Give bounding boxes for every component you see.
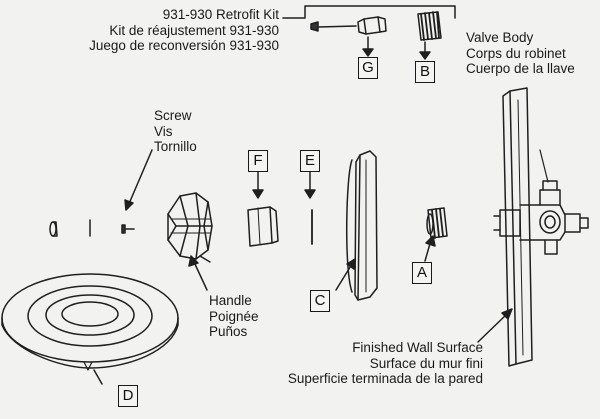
kit-screw — [310, 21, 357, 32]
part-label-c: C — [310, 290, 330, 312]
wall-surface-label-en: Finished Wall Surface — [352, 340, 483, 355]
finished-wall-panel — [502, 87, 533, 367]
small-cap-part — [49, 219, 91, 237]
part-label-a: A — [412, 262, 432, 284]
retrofit-kit-label-es: Juego de reconversión 931-930 — [89, 38, 279, 53]
part-a-nut — [426, 207, 448, 239]
handle-knob — [167, 192, 213, 263]
part-c-escutcheon — [346, 150, 378, 301]
wall-surface-label-fr: Surface du mur fini — [369, 355, 483, 371]
part-f-bushing — [247, 206, 279, 247]
valve-body-label-fr: Corps du robinet — [466, 45, 566, 61]
part-d-pointer — [93, 369, 103, 385]
part-g-sleeve — [357, 16, 387, 35]
part-label-g: G — [358, 57, 378, 79]
handle-screw — [121, 224, 135, 234]
part-b-cartridge — [417, 11, 442, 41]
screw-label-fr: Vis — [154, 123, 173, 139]
handle-label-es: Puños — [209, 324, 248, 339]
wall-surface-label: Finished Wall Surface Surface du mur fin… — [288, 340, 483, 387]
valve-body-label: Valve Body Corps du robinet Cuerpo de la… — [466, 30, 575, 77]
handle-pointer — [188, 255, 208, 291]
part-d-cover-plate — [1, 273, 179, 371]
retrofit-kit-label-fr: Kit de réajustement 931-930 — [109, 22, 279, 38]
kit-pointer-lines — [362, 36, 431, 60]
valve-body-label-en: Valve Body — [466, 30, 534, 45]
handle-label: Handle Poignée Puños — [209, 293, 259, 340]
handle-label-fr: Poignée — [209, 308, 259, 324]
screw-label: Screw Vis Tornillo — [154, 108, 197, 155]
part-label-f: F — [248, 150, 268, 172]
part-label-d: D — [118, 385, 138, 407]
retrofit-kit-label: 931-930 Retrofit Kit Kit de réajustement… — [89, 7, 279, 54]
retrofit-kit-bracket — [282, 5, 456, 19]
part-a-pointer — [424, 235, 436, 262]
screw-label-es: Tornillo — [154, 139, 197, 154]
wall-pointer — [477, 308, 513, 343]
f-e-pointer-lines — [252, 171, 316, 199]
screw-pointer — [124, 149, 153, 211]
wall-surface-label-es: Superficie terminada de la pared — [287, 371, 483, 386]
part-c-pointer — [335, 258, 356, 291]
screw-label-en: Screw — [154, 108, 192, 123]
part-label-b: B — [415, 61, 435, 83]
retrofit-kit-label-en: 931-930 Retrofit Kit — [162, 7, 279, 22]
valve-body — [493, 149, 589, 255]
part-label-e: E — [300, 150, 320, 172]
valve-body-label-es: Cuerpo de la llave — [466, 61, 575, 76]
handle-label-en: Handle — [209, 293, 252, 308]
